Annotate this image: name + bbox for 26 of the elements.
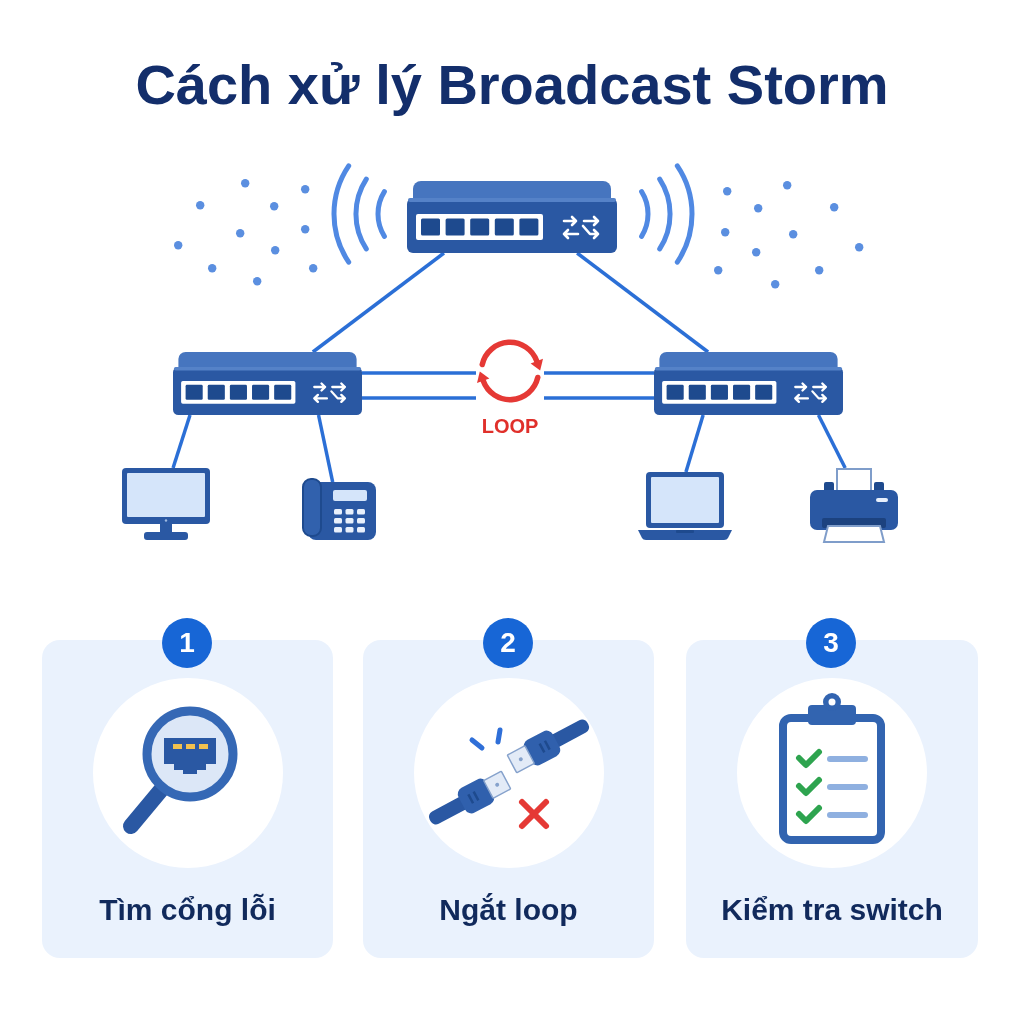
title: Cách xử lý Broadcast Storm	[135, 52, 889, 117]
link-line	[684, 414, 705, 473]
link-line	[362, 371, 476, 375]
network-switch-icon	[654, 352, 843, 415]
link-line	[544, 396, 654, 400]
printer-icon	[810, 468, 898, 543]
step-label: Ngắt loop	[439, 892, 578, 928]
link-line	[311, 251, 445, 354]
link-line	[544, 371, 654, 375]
link-line	[316, 414, 335, 483]
step-label: Kiểm tra switch	[721, 892, 943, 928]
step-number-badge: 1	[162, 618, 212, 668]
loop-arrows-icon	[476, 339, 544, 403]
network-switch-icon	[173, 352, 362, 415]
step-number-badge: 3	[806, 618, 856, 668]
desk-phone-icon	[300, 478, 376, 540]
step-number-badge: 2	[483, 618, 533, 668]
loop-label: LOOP	[481, 415, 539, 438]
link-line	[362, 396, 476, 400]
link-line	[171, 414, 192, 469]
laptop-icon	[638, 472, 732, 540]
step-label: Tìm cổng lỗi	[99, 892, 276, 928]
network-switch-icon	[407, 181, 617, 253]
link-line	[816, 414, 847, 469]
monitor-icon	[122, 468, 210, 540]
link-line	[576, 251, 710, 354]
